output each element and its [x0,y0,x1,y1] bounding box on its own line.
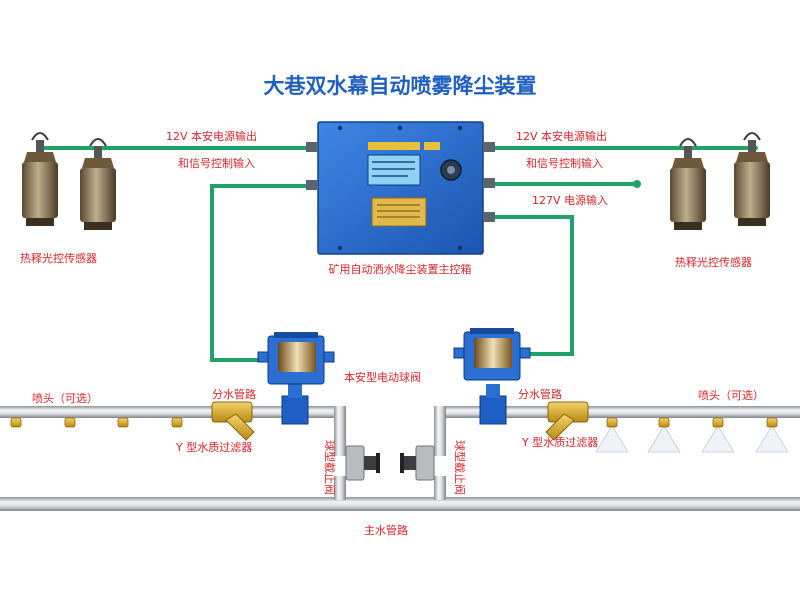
ball-valve-left [257,332,335,425]
signal-wires [38,146,758,362]
main-control-box [306,121,495,255]
branch-pipe-left [0,406,346,500]
main-water-pipe [0,497,800,511]
label-signal-in-left: 和信号控制输入 [178,156,255,170]
label-stop-valve-left: 球型截止阀 [323,440,337,495]
label-nozzle-left: 喷头（可选） [32,392,98,405]
label-power-127v: 127V 电源输入 [532,193,608,207]
sensor-right-1 [670,138,706,230]
diagram-title: 大巷双水幕自动喷雾降尘装置 [264,74,537,98]
label-main-pipe: 主水管路 [364,523,408,537]
label-filter-left: Y 型水质过滤器 [175,440,252,454]
sensor-left-1 [22,132,58,226]
ball-valve-right [453,328,531,425]
label-stop-valve-right: 球型截止阀 [453,440,467,495]
y-filter-right [545,401,589,441]
sensor-right-2 [734,132,770,226]
label-ball-valve: 本安型电动球阀 [344,370,421,384]
label-power-out-right: 12V 本安电源输出 [516,129,607,143]
lcd-display [367,154,421,186]
label-sensor-left: 热释光控传感器 [20,251,97,265]
branch-pipe-right [434,406,800,500]
label-branch-pipe-right: 分水管路 [518,387,562,401]
label-power-out-left: 12V 本安电源输出 [166,129,257,143]
label-branch-pipe-left: 分水管路 [212,387,256,401]
label-sensor-right: 热释光控传感器 [675,255,752,269]
label-main-control-box: 矿用自动洒水降尘装置主控箱 [329,262,472,276]
stop-valve-right [400,445,435,481]
sensor-left-2 [80,138,116,230]
label-filter-right: Y 型水质过滤器 [521,435,598,449]
stop-valve-left [345,445,380,481]
y-filter-left [211,401,255,441]
nozzles-left [10,417,183,428]
power-input-terminal [633,180,641,188]
nozzles-right [595,417,789,453]
label-nozzle-right: 喷头（可选） [698,389,764,402]
label-signal-in-right: 和信号控制输入 [526,156,603,170]
